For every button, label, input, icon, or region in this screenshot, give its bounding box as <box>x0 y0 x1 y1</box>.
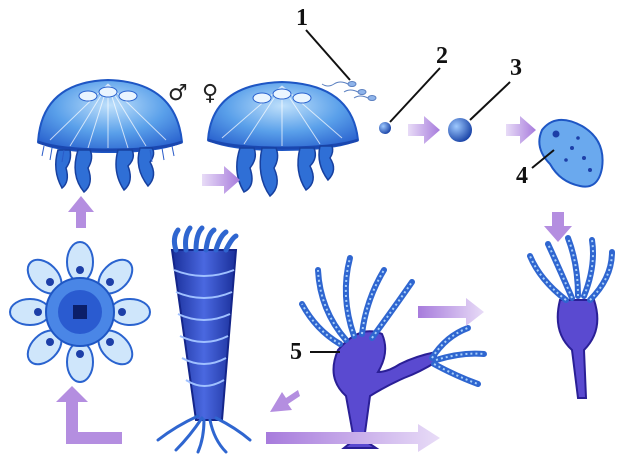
arrow-ephyra-to-medusa <box>68 196 94 228</box>
scyphistoma-polyp <box>530 238 612 398</box>
strobila <box>158 228 250 452</box>
egg-cell <box>379 122 391 134</box>
male-symbol: ♂ <box>168 81 188 106</box>
label-4: 4 <box>516 164 528 188</box>
label-5: 5 <box>290 340 302 364</box>
arrow-polyp-to-colony <box>418 298 484 326</box>
arrow-strobila-to-ephyra <box>56 386 122 444</box>
label-1: 1 <box>296 6 308 30</box>
arrow-zygote-to-planula <box>506 116 536 144</box>
ephyra <box>10 242 150 382</box>
label-3: 3 <box>510 56 522 80</box>
label-2: 2 <box>436 44 448 68</box>
female-symbol: ♀ <box>202 81 218 106</box>
arrow-medusa-to-medusa <box>202 166 240 194</box>
zygote <box>448 118 472 142</box>
arrow-colony-to-strobila <box>270 390 300 412</box>
male-medusa <box>38 80 182 192</box>
arrow-egg-to-zygote <box>408 116 440 144</box>
cycle-arrows <box>56 116 572 452</box>
